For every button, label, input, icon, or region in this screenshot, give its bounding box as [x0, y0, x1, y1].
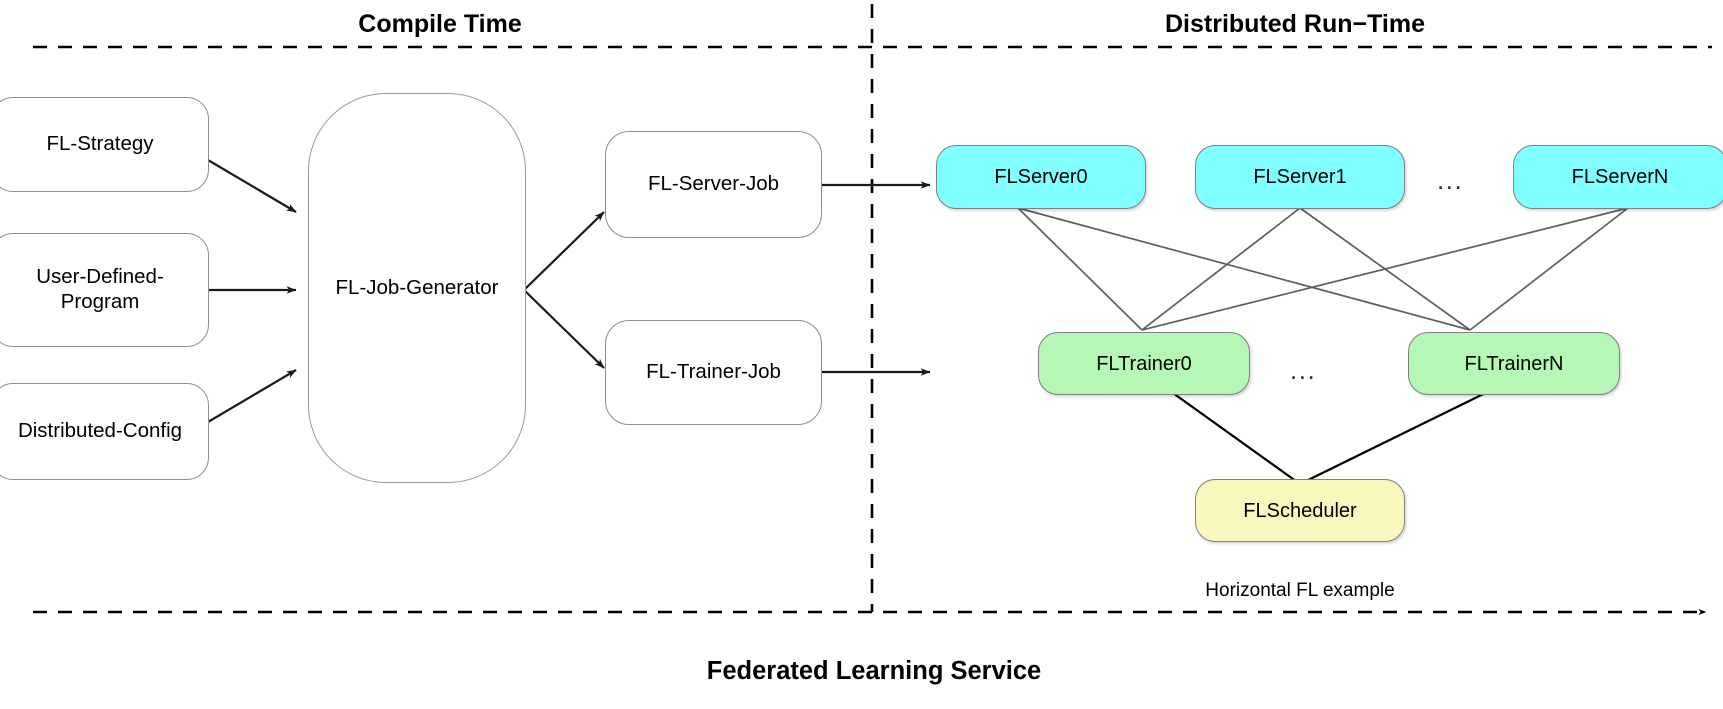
node-fl-trainer-job-label: FL-Trainer-Job [646, 360, 781, 384]
node-flserver0-label: FLServer0 [994, 166, 1088, 188]
arrow-distributed-config-to-generator [207, 369, 297, 423]
node-fltrainer0-label: FLTrainer0 [1096, 352, 1192, 375]
arrow-fl-strategy-to-generator [207, 159, 297, 213]
node-flservern[interactable]: FLServerN [1513, 145, 1723, 209]
section-title-compile-time: Compile Time [358, 10, 522, 38]
arrow-generator-to-trainer-job [523, 289, 605, 369]
node-distributed-config[interactable]: Distributed-Config [0, 383, 209, 480]
mesh-servers-trainers [1017, 207, 1629, 331]
section-title-distributed-runtime: Distributed Run−Time [1165, 10, 1425, 38]
node-flservern-label: FLServerN [1571, 166, 1669, 188]
node-fl-job-generator-label: FL-Job-Generator [335, 275, 499, 299]
node-distributed-config-label: Distributed-Config [17, 419, 183, 443]
runtime-caption: Horizontal FL example [1205, 580, 1395, 601]
server-ellipsis: ... [1437, 165, 1464, 195]
node-flserver1-label: FLServer1 [1253, 166, 1347, 188]
node-fl-server-job[interactable]: FL-Server-Job [605, 131, 822, 238]
trainer-ellipsis: ... [1290, 355, 1317, 385]
node-fltrainern[interactable]: FLTrainerN [1408, 332, 1620, 395]
node-flserver0[interactable]: FLServer0 [936, 145, 1146, 209]
node-user-defined-program-label: User-Defined- Program [36, 265, 164, 313]
node-fl-server-job-label: FL-Server-Job [647, 172, 779, 196]
diagram-bottom-title: Federated Learning Service [706, 657, 1042, 685]
node-fl-job-generator[interactable]: FL-Job-Generator [308, 93, 526, 483]
node-fltrainer0[interactable]: FLTrainer0 [1038, 332, 1250, 395]
arrow-generator-to-server-job [523, 211, 605, 291]
node-flscheduler[interactable]: FLScheduler [1195, 479, 1405, 542]
node-flserver1[interactable]: FLServer1 [1195, 145, 1405, 209]
node-fl-strategy[interactable]: FL-Strategy [0, 97, 209, 192]
node-fl-trainer-job[interactable]: FL-Trainer-Job [605, 320, 822, 425]
node-fltrainern-label: FLTrainerN [1464, 352, 1564, 375]
node-flscheduler-label: FLScheduler [1243, 499, 1357, 522]
node-user-defined-program[interactable]: User-Defined- Program [0, 233, 209, 347]
node-fl-strategy-label: FL-Strategy [46, 132, 154, 156]
